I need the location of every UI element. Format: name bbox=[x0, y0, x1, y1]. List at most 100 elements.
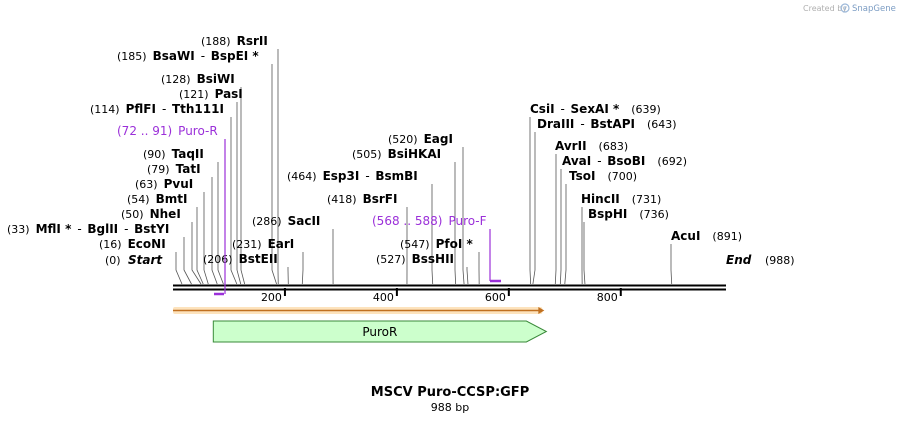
name-separator: - bbox=[201, 49, 205, 63]
site-position: (185) bbox=[117, 50, 147, 63]
site-line-pvui bbox=[203, 192, 209, 285]
site-position: (63) bbox=[135, 178, 158, 191]
site-position: (231) bbox=[232, 238, 262, 251]
site-position: (547) bbox=[400, 238, 430, 251]
site-avrii: AvrII(683) bbox=[555, 139, 628, 153]
site-pasi: (121)PasI bbox=[179, 87, 243, 101]
site-bsphi: BspHI (736) bbox=[588, 207, 669, 221]
site-position: (464) bbox=[287, 170, 317, 183]
site-csii: CsiI-SexAI *(639) bbox=[530, 102, 661, 116]
site-position: (188) bbox=[201, 35, 231, 48]
site-line-bsshii bbox=[466, 267, 469, 285]
site-line-avai bbox=[559, 169, 562, 285]
enzyme-name: EcoNI bbox=[128, 237, 166, 251]
site-position: (505) bbox=[352, 148, 382, 161]
map-subtitle: 988 bp bbox=[431, 401, 469, 414]
site-position: (79) bbox=[147, 163, 170, 176]
site-eari: (231) EarI bbox=[232, 237, 294, 251]
start-marker: (0) Start bbox=[105, 253, 163, 267]
tick-label: 200 bbox=[261, 291, 282, 304]
enzyme-name: BstAPI bbox=[590, 117, 635, 131]
site-draiii: DraIII-BstAPI(643) bbox=[537, 117, 677, 131]
created-by-label: Created by bbox=[803, 4, 847, 13]
site-position: (639) bbox=[631, 103, 661, 116]
name-separator: - bbox=[561, 102, 565, 116]
enzyme-name: PvuI bbox=[164, 177, 194, 191]
site-line-econi bbox=[175, 252, 183, 285]
start-pos: (0) bbox=[105, 254, 121, 267]
site-line-pasi bbox=[236, 102, 242, 285]
enzyme-name: BspHI bbox=[588, 207, 627, 221]
name-separator: - bbox=[365, 169, 369, 183]
map-title: MSCV Puro-CCSP:GFP bbox=[371, 385, 529, 400]
site-tsoi: TsoI(700) bbox=[569, 169, 637, 183]
site-line-bsiwi bbox=[240, 87, 246, 285]
site-position: (121) bbox=[179, 88, 209, 101]
primer-puro-f: (568 .. 588)Puro-F bbox=[372, 214, 501, 283]
enzyme-name: BmtI bbox=[156, 192, 188, 206]
snapgene-brand: SnapGene bbox=[852, 4, 896, 14]
enzyme-name: BsrFI bbox=[363, 192, 398, 206]
name-separator: - bbox=[77, 222, 81, 236]
enzyme-name: PfoI * bbox=[436, 237, 474, 251]
site-bsteii: (206)BstEII bbox=[203, 252, 278, 266]
enzyme-name: BspEI * bbox=[211, 49, 260, 63]
name-separator: - bbox=[124, 222, 128, 236]
feature-label: PuroR bbox=[362, 325, 397, 339]
site-position: (16) bbox=[99, 238, 122, 251]
site-bsihkai: (505) BsiHKAI bbox=[352, 147, 441, 161]
enzyme-name: PflFI bbox=[126, 102, 156, 116]
enzyme-name: BstYI bbox=[134, 222, 169, 236]
enzyme-name: RsrII bbox=[237, 34, 268, 48]
site-taqii: (90)TaqII bbox=[143, 147, 204, 161]
site-bsshii: (527)BssHII bbox=[376, 252, 454, 266]
primer-name: Puro-F bbox=[448, 214, 486, 228]
site-tati: (79) TatI bbox=[147, 162, 201, 176]
end-pos: (988) bbox=[765, 254, 795, 267]
site-line-pflfi bbox=[230, 117, 238, 285]
site-position: (527) bbox=[376, 253, 406, 266]
enzyme-name: Tth111I bbox=[172, 102, 224, 116]
site-position: (54) bbox=[127, 193, 150, 206]
site-labels: (16)EcoNI(33)MflI *-BglII-BstYI(50)NheI(… bbox=[7, 34, 742, 266]
primer-name: Puro-R bbox=[178, 124, 218, 138]
site-bmti: (54) BmtI bbox=[127, 192, 187, 206]
site-line-esp3i bbox=[431, 184, 434, 285]
site-sacii: (286)SacII bbox=[252, 214, 320, 228]
site-hincii: HincII(731) bbox=[581, 192, 661, 206]
site-line-tsoi bbox=[564, 184, 567, 285]
enzyme-name: TatI bbox=[176, 162, 201, 176]
site-nhei: (50)NheI bbox=[121, 207, 181, 221]
site-line-bsphi bbox=[583, 222, 586, 285]
site-eagi: (520)EagI bbox=[388, 132, 453, 146]
site-position: (33) bbox=[7, 223, 30, 236]
orf-arrow bbox=[173, 307, 545, 314]
enzyme-name: NheI bbox=[150, 207, 181, 221]
site-bsiwi: (128)BsiWI bbox=[161, 72, 235, 86]
site-line-eagi bbox=[462, 147, 465, 285]
site-avai: AvaI-BsoBI(692) bbox=[562, 154, 687, 168]
backbone bbox=[173, 284, 726, 291]
site-bsawi: (185)BsaWI-BspEI * bbox=[117, 49, 259, 63]
enzyme-name: BglII bbox=[87, 222, 118, 236]
orf-arrowhead bbox=[538, 307, 545, 314]
enzyme-name: AvrII bbox=[555, 139, 587, 153]
site-pflfi: (114)PflFI-Tth111I bbox=[90, 102, 224, 116]
enzyme-name: BsoBI bbox=[607, 154, 645, 168]
enzyme-name: EarI bbox=[268, 237, 295, 251]
site-position: (128) bbox=[161, 73, 191, 86]
site-acui: AcuI(891) bbox=[671, 229, 742, 243]
site-position: (731) bbox=[632, 193, 662, 206]
name-separator: - bbox=[162, 102, 166, 116]
site-mfli: (33)MflI *-BglII-BstYI bbox=[7, 222, 169, 236]
site-esp3i: (464)Esp3I-BsmBI bbox=[287, 169, 418, 183]
enzyme-name: BsiHKAI bbox=[388, 147, 442, 161]
site-line-mfli bbox=[183, 237, 192, 285]
name-separator: - bbox=[580, 117, 584, 131]
enzyme-name: AcuI bbox=[671, 229, 700, 243]
site-line-taqii bbox=[217, 162, 224, 285]
site-position: (736) bbox=[639, 208, 669, 221]
site-line-nhei bbox=[191, 222, 202, 285]
end-label: End bbox=[726, 253, 752, 267]
